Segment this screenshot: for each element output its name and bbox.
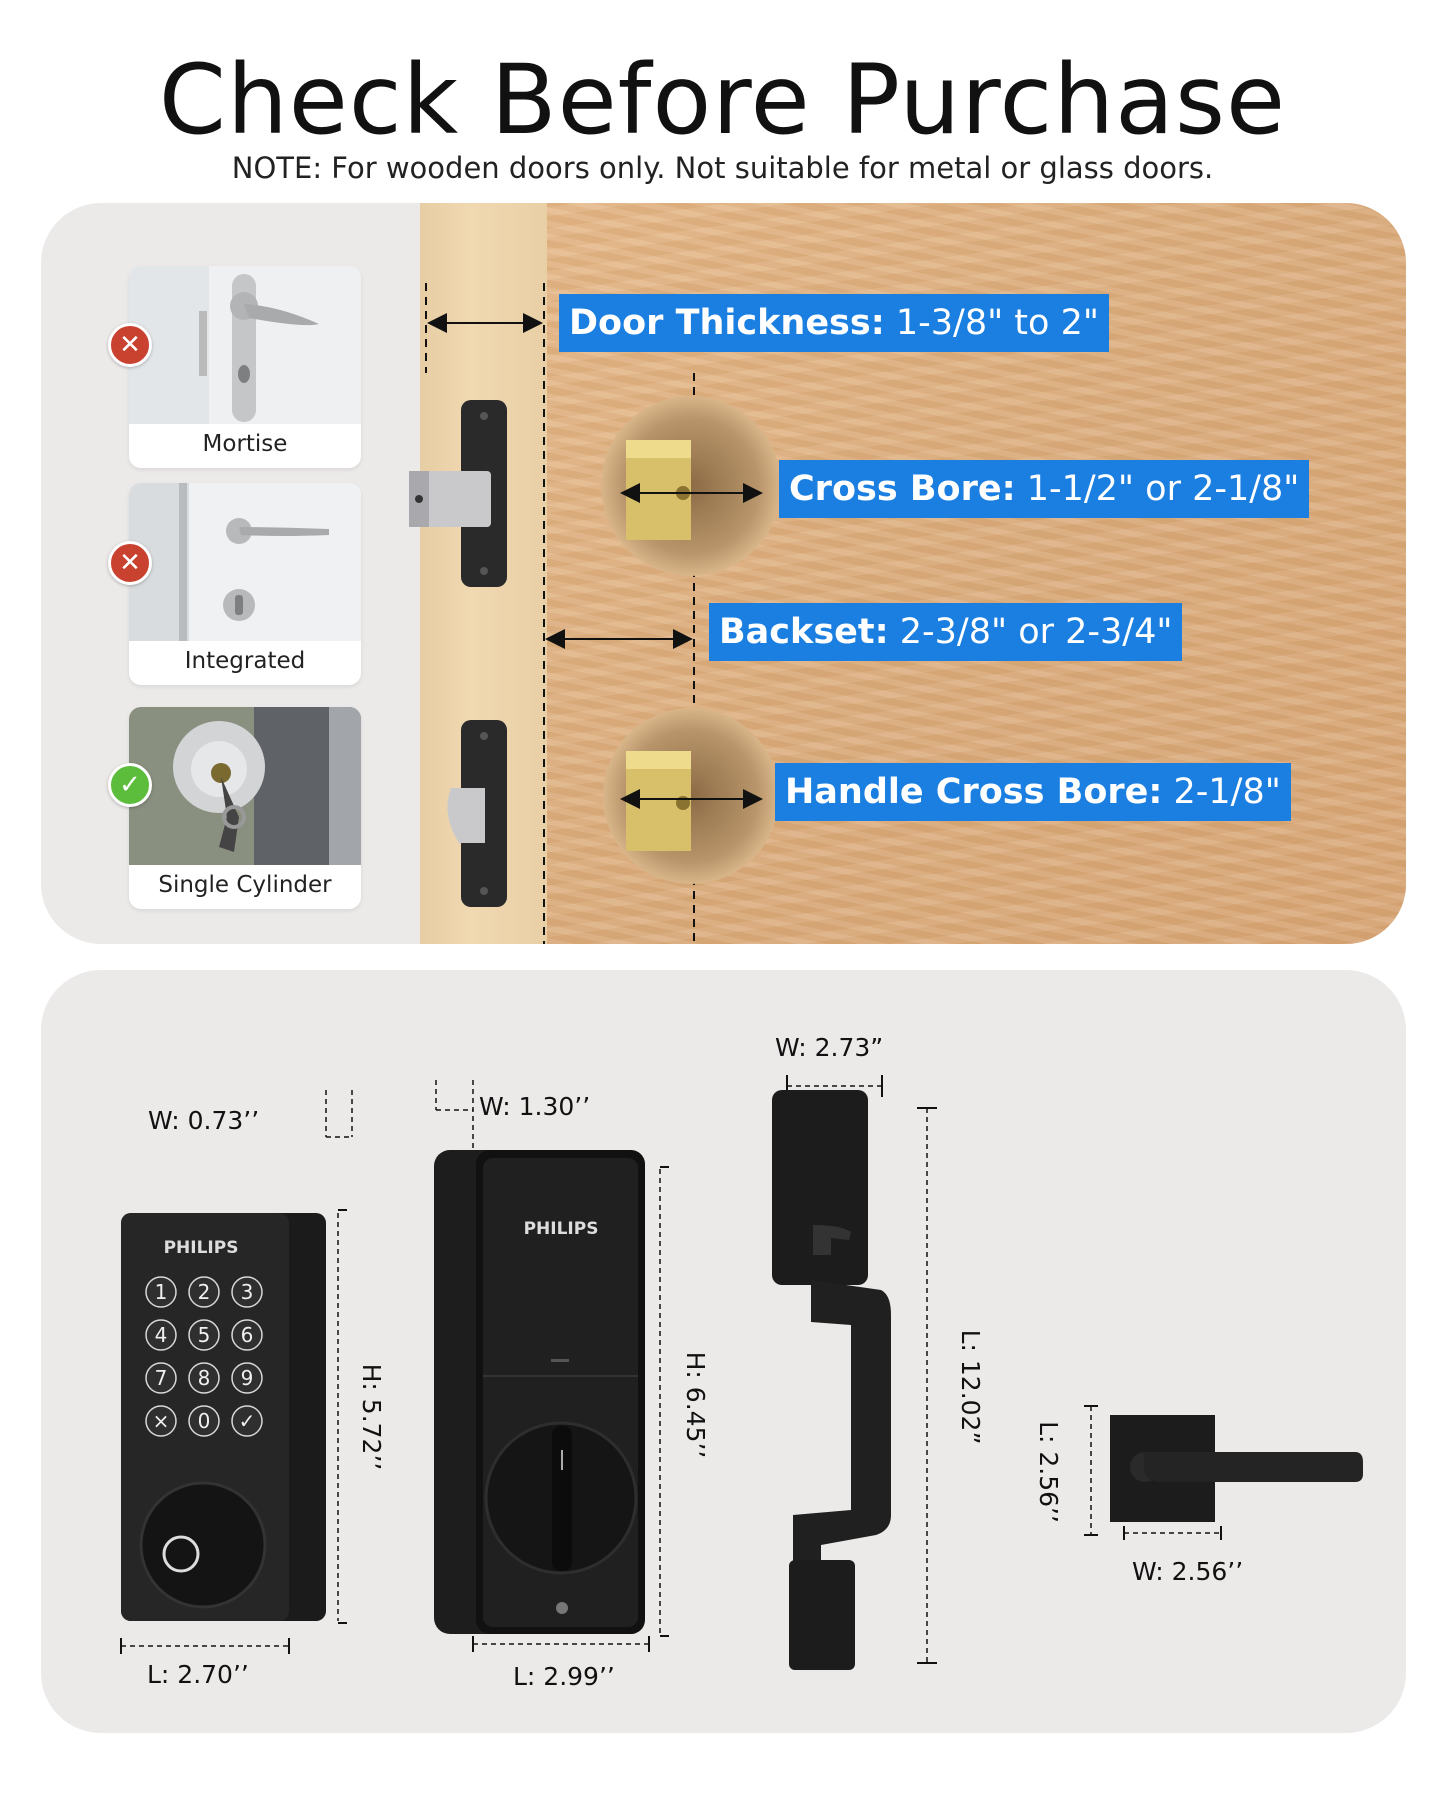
keypad-key [145, 1405, 177, 1437]
keypad-key-label: 5 [198, 1323, 211, 1347]
keypad-keys: 1 2 3 4 5 6 7 8 9 × 0 ✓ [145, 1276, 263, 1437]
handle-width-label: W: 2.73” [775, 1033, 884, 1062]
keypad-key [231, 1405, 263, 1437]
suitable-check-icon: ✓ [108, 763, 152, 807]
exterior-handle-set [772, 1090, 891, 1670]
keypad-key [145, 1276, 177, 1308]
keypad-key-label: 1 [155, 1280, 168, 1304]
door-lever [1110, 1415, 1363, 1522]
backset-name: Backset: [719, 612, 889, 652]
lock-type-label: Single Cylinder [158, 872, 332, 898]
backset-value: 2-3/8" or 2-3/4" [899, 612, 1173, 652]
keypad-key-label: 4 [155, 1323, 168, 1347]
keypad-key [188, 1319, 220, 1351]
keypad-key-label: 0 [198, 1409, 211, 1433]
keypad-key [145, 1319, 177, 1351]
door-requirements-panel: Door Thickness: 1-3/8" to 2" Cross Bore:… [41, 203, 1406, 944]
door-thickness-value: 1-3/8" to 2" [895, 303, 1099, 343]
handle-cross-bore-hole [603, 708, 779, 884]
page-title: Check Before Purchase [158, 44, 1287, 156]
backset-callout: Backset: 2-3/8" or 2-3/4" [709, 603, 1183, 661]
cross-bore-value: 1-1/2" or 2-1/8" [1026, 469, 1300, 509]
lock-type-label: Mortise [202, 431, 288, 457]
interior-length-label: L: 2.99’’ [513, 1662, 615, 1691]
keypad-key [231, 1319, 263, 1351]
keypad-brand: PHILIPS [164, 1238, 239, 1258]
mortise-lock-image [129, 266, 361, 424]
keypad-key [145, 1362, 177, 1394]
latch-strike-plate [447, 720, 507, 907]
product-dimensions-panel: PHILIPS 1 2 3 4 5 6 7 8 9 × 0 ✓ PHILIPS [41, 970, 1406, 1733]
compatibility-note: NOTE: For wooden doors only. Not suitabl… [231, 151, 1214, 185]
keypad-key [231, 1276, 263, 1308]
keypad-lock: PHILIPS 1 2 3 4 5 6 7 8 9 × 0 ✓ [121, 1213, 326, 1621]
door-thickness-name: Door Thickness: [569, 303, 885, 343]
keypad-height-label: H: 5.72’’ [357, 1363, 386, 1471]
cross-bore-name: Cross Bore: [789, 469, 1016, 509]
cross-bore-callout: Cross Bore: 1-1/2" or 2-1/8" [779, 460, 1310, 518]
product-dimensions-diagram: PHILIPS 1 2 3 4 5 6 7 8 9 × 0 ✓ PHILIPS [120, 1075, 1363, 1670]
deadbolt-strike-plate [409, 400, 507, 587]
interior-unit: PHILIPS [434, 1150, 645, 1634]
lever-width-label: W: 2.56’’ [1132, 1557, 1244, 1586]
integrated-lock-image [129, 483, 361, 641]
cross-bore-hole [601, 396, 781, 576]
keypad-width-label: W: 0.73’’ [148, 1106, 260, 1135]
keypad-key-label: 6 [241, 1323, 254, 1347]
keypad-length-label: L: 2.70’’ [147, 1660, 249, 1689]
lock-type-card-integrated: Integrated [129, 483, 361, 685]
keypad-key-label: 9 [241, 1366, 254, 1390]
keypad-key-label: 2 [198, 1280, 211, 1304]
keypad-key [188, 1276, 220, 1308]
handle-cross-bore-callout: Handle Cross Bore: 2-1/8" [775, 763, 1291, 821]
interior-brand: PHILIPS [524, 1219, 599, 1239]
not-suitable-close-icon: ✕ [108, 323, 152, 367]
handle-length-label: L: 12.02” [956, 1329, 985, 1445]
keypad-key [188, 1405, 220, 1437]
not-suitable-close-icon: ✕ [108, 541, 152, 585]
keypad-key-label: ✓ [239, 1409, 256, 1433]
keypad-key-label: 8 [198, 1366, 211, 1390]
lock-type-card-mortise: Mortise [129, 266, 361, 468]
keypad-key-label: 7 [155, 1366, 168, 1390]
single-cylinder-lock-image [129, 707, 361, 865]
lock-type-card-single-cylinder: Single Cylinder [129, 707, 361, 909]
door-thickness-callout: Door Thickness: 1-3/8" to 2" [559, 294, 1109, 352]
lock-type-label: Integrated [184, 648, 306, 674]
lever-length-label: L: 2.56’’ [1034, 1421, 1063, 1523]
handle-cross-bore-name: Handle Cross Bore: [785, 772, 1163, 812]
keypad-key-label: × [153, 1409, 170, 1433]
interior-height-label: H: 6.45’’ [681, 1351, 710, 1459]
door-diagram [409, 283, 781, 944]
keypad-key-label: 3 [241, 1280, 254, 1304]
handle-cross-bore-value: 2-1/8" [1173, 772, 1281, 812]
interior-width-label: W: 1.30’’ [479, 1092, 591, 1121]
keypad-key [231, 1362, 263, 1394]
keypad-key [188, 1362, 220, 1394]
